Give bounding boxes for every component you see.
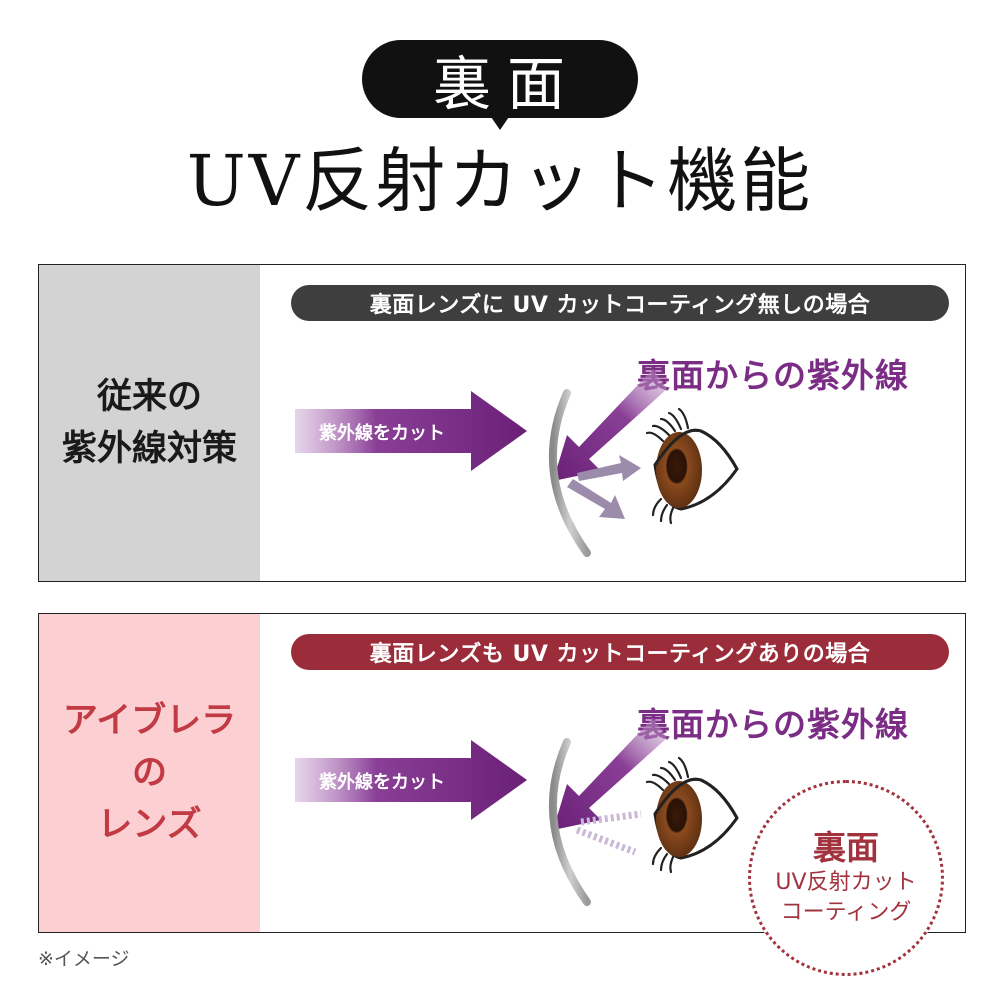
back-uv-label: 裏面からの紫外線 <box>637 356 909 395</box>
comparison-panel-eyebrella: アイブレラ の レンズ 裏面レンズも UV カットコーティングありの場合 裏面か… <box>38 613 966 933</box>
stamp-line-1: 裏面 <box>813 828 879 867</box>
panel-side-label-box: アイブレラ の レンズ <box>39 614 260 932</box>
header-badge-text: 裏面 <box>432 50 581 118</box>
back-uv-arrow-icon <box>553 718 667 830</box>
footnote: ※イメージ <box>38 948 130 970</box>
uv-arrow-icon <box>295 391 527 471</box>
case-label-pill: 裏面レンズも UV カットコーティングありの場合 <box>291 634 949 670</box>
panel-side-label: アイブレラ の レンズ <box>62 701 237 845</box>
front-arrow-label: 紫外線をカット <box>319 771 445 793</box>
uv-arrow-icon <box>295 740 527 820</box>
reflection-arrow-icon <box>567 455 641 519</box>
uv-diagram: 紫外線をカット <box>295 369 739 557</box>
coating-stamp: 裏面 UV反射カット コーティング <box>748 780 944 976</box>
back-uv-arrow-icon <box>553 369 667 481</box>
panel-side-label: 従来の 紫外線対策 <box>61 377 237 469</box>
eye-icon <box>645 407 739 525</box>
uv-diagram: 紫外線をカット <box>295 718 739 906</box>
header-badge-pointer <box>489 114 511 130</box>
back-uv-label: 裏面からの紫外線 <box>637 705 909 744</box>
panel-side-label-box: 従来の 紫外線対策 <box>39 265 260 581</box>
lens-icon <box>549 389 591 557</box>
stamp-line-3: コーティング <box>780 900 912 925</box>
front-arrow-label: 紫外線をカット <box>319 422 445 444</box>
blocked-reflection-icon <box>575 810 642 856</box>
stamp-line-2: UV反射カット <box>775 870 917 895</box>
case-label-pill: 裏面レンズに UV カットコーティング無しの場合 <box>291 285 949 321</box>
eye-icon <box>645 756 739 874</box>
lens-icon <box>549 738 591 906</box>
comparison-panel-conventional: 従来の 紫外線対策 裏面レンズに UV カットコーティング無しの場合 裏面からの… <box>38 264 966 582</box>
header-badge: 裏面 <box>362 40 638 118</box>
page-title: UV反射カット機能 <box>186 140 814 222</box>
